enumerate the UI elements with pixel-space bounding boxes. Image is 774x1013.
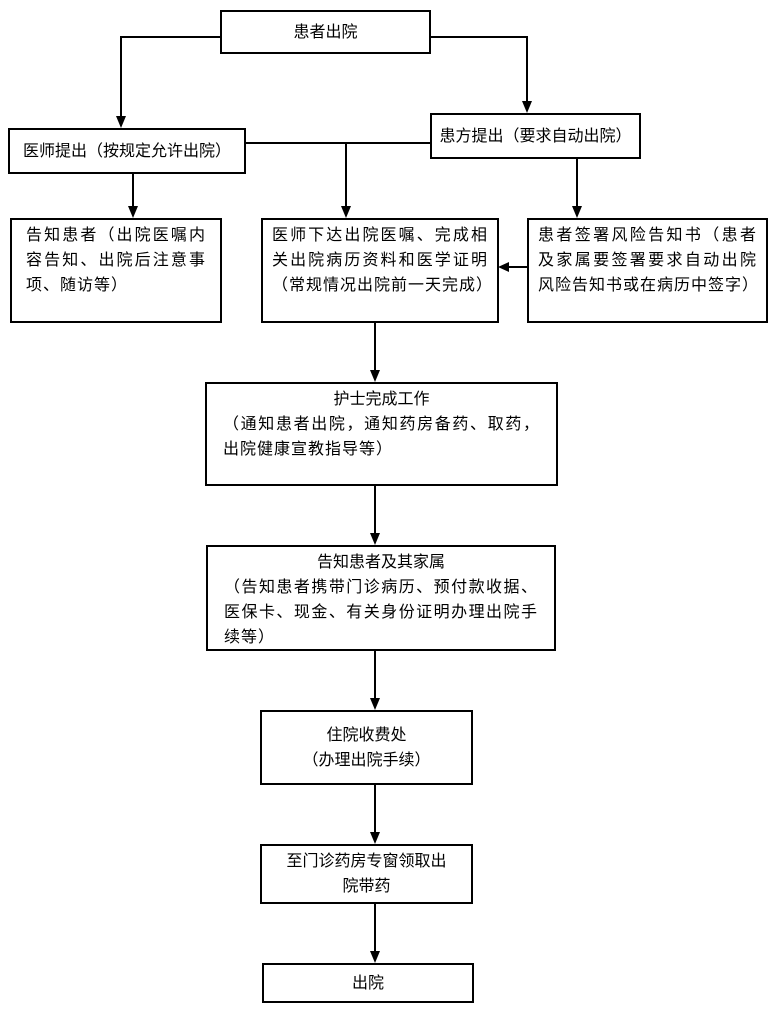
connector-start-to-patient-v bbox=[526, 36, 528, 101]
node-nurse-tasks-body: （通知患者出院，通知药房备药、取药，出院健康宣教指导等） bbox=[223, 416, 540, 458]
arrowhead-to-billing bbox=[370, 698, 380, 710]
arrowhead-to-risk-notice bbox=[572, 206, 582, 218]
node-doctor-orders: 医师下达出院医嘱、完成相关出院病历资料和医学证明（常规情况出院前一天完成） bbox=[261, 218, 499, 323]
node-inform-patient: 告知患者（出院医嘱内容告知、出院后注意事项、随访等） bbox=[10, 218, 222, 323]
node-nurse-tasks-title: 护士完成工作 bbox=[333, 391, 430, 408]
connector-family-to-billing-v bbox=[374, 650, 376, 698]
connector-start-to-doctor-h bbox=[121, 36, 221, 38]
connector-shared-h bbox=[246, 142, 430, 144]
arrowhead-to-patient-initiated bbox=[522, 101, 532, 113]
connector-start-to-doctor-v bbox=[120, 36, 122, 116]
node-risk-notice-label: 患者签署风险告知书（患者及家属要签署要求自动出院风险告知书或在病历中签字） bbox=[538, 227, 760, 294]
connector-nurse-to-family-v bbox=[374, 485, 376, 533]
connector-start-to-patient-h bbox=[430, 36, 528, 38]
node-start-label: 患者出院 bbox=[293, 23, 358, 41]
arrowhead-to-discharged bbox=[370, 951, 380, 963]
node-billing-body: （办理出院手续） bbox=[302, 751, 431, 769]
node-inform-family-body: （告知患者携带门诊病历、预付款收据、医保卡、现金、有关身份证明办理出院手续等） bbox=[224, 579, 538, 646]
node-pharmacy: 至门诊药房专窗领取出院带药 bbox=[260, 844, 473, 904]
node-nurse-tasks: 护士完成工作 （通知患者出院，通知药房备药、取药，出院健康宣教指导等） bbox=[205, 382, 558, 486]
node-doctor-initiated: 医师提出（按规定允许出院） bbox=[8, 128, 246, 174]
node-inform-family-title: 告知患者及其家属 bbox=[316, 554, 445, 571]
connector-shared-to-orders-v bbox=[345, 142, 347, 206]
connector-orders-to-nurse-v bbox=[374, 322, 376, 370]
node-patient-initiated: 患方提出（要求自动出院） bbox=[430, 113, 641, 159]
connector-patient-to-risk-v bbox=[576, 158, 578, 206]
arrowhead-to-doctor-orders-left bbox=[498, 262, 509, 272]
arrowhead-to-doctor-orders bbox=[341, 206, 351, 218]
node-patient-initiated-label: 患方提出（要求自动出院） bbox=[439, 127, 632, 145]
connector-pharmacy-to-discharged-v bbox=[374, 903, 376, 951]
connector-doctor-to-inform-v bbox=[132, 173, 134, 206]
connector-billing-to-pharmacy-v bbox=[374, 784, 376, 832]
arrowhead-to-nurse-tasks bbox=[370, 370, 380, 382]
node-start: 患者出院 bbox=[220, 10, 431, 54]
connector-risk-to-orders-h bbox=[509, 266, 527, 268]
node-discharged-label: 出院 bbox=[351, 974, 384, 992]
node-pharmacy-label: 至门诊药房专窗领取出院带药 bbox=[286, 853, 447, 895]
arrowhead-to-inform-family bbox=[370, 533, 380, 545]
node-risk-notice: 患者签署风险告知书（患者及家属要签署要求自动出院风险告知书或在病历中签字） bbox=[527, 218, 768, 323]
node-inform-patient-label: 告知患者（出院医嘱内容告知、出院后注意事项、随访等） bbox=[26, 227, 206, 294]
node-discharged: 出院 bbox=[262, 963, 474, 1003]
node-billing-title: 住院收费处 bbox=[326, 726, 407, 744]
arrowhead-to-inform-patient bbox=[128, 206, 138, 218]
node-inform-family: 告知患者及其家属 （告知患者携带门诊病历、预付款收据、医保卡、现金、有关身份证明… bbox=[206, 545, 556, 651]
node-billing: 住院收费处 （办理出院手续） bbox=[260, 710, 473, 785]
arrowhead-to-pharmacy bbox=[370, 832, 380, 844]
node-doctor-initiated-label: 医师提出（按规定允许出院） bbox=[22, 142, 231, 160]
node-doctor-orders-label: 医师下达出院医嘱、完成相关出院病历资料和医学证明（常规情况出院前一天完成） bbox=[272, 227, 494, 294]
arrowhead-to-doctor-initiated bbox=[116, 116, 126, 128]
